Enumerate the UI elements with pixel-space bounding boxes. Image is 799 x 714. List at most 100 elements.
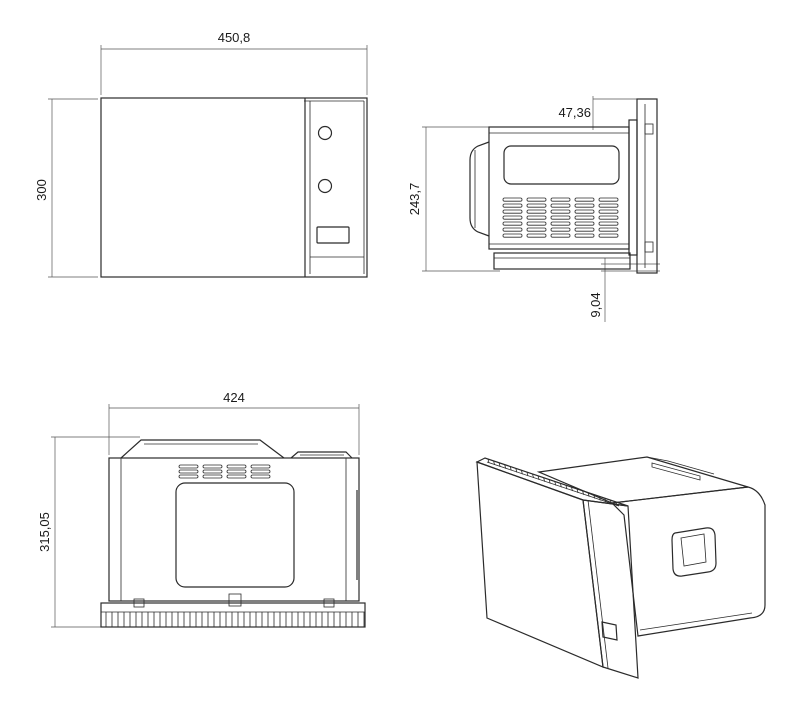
- vent-slot: [598, 215, 619, 220]
- side-window: [503, 145, 620, 185]
- vent-slot: [526, 221, 547, 226]
- tick: [487, 458, 490, 464]
- vent-slot: [202, 474, 223, 479]
- front-height-label: 300: [34, 179, 49, 201]
- vent-slot: [598, 203, 619, 208]
- iso-front-door: [476, 461, 604, 668]
- front-knob-bottom: [317, 178, 333, 194]
- tick: [504, 464, 507, 469]
- side-gap-label: 9,04: [588, 292, 603, 317]
- side-door-panel: [636, 98, 658, 274]
- vent-slot: [550, 215, 571, 220]
- tick: [559, 483, 562, 488]
- iso-top-edge-ticks: [487, 458, 618, 507]
- vent-slot: [250, 469, 271, 474]
- vent-slot: [598, 197, 619, 202]
- side-height-dimension: 243,7: [407, 126, 500, 272]
- vent-slot: [502, 233, 523, 238]
- vent-slot: [574, 203, 595, 208]
- tick: [554, 481, 557, 486]
- tick: [576, 488, 579, 494]
- vent-slot: [550, 197, 571, 202]
- iso-display-window: [601, 621, 618, 641]
- vent-slot: [502, 215, 523, 220]
- top-depth-label: 315,05: [37, 512, 52, 552]
- vent-slot: [526, 227, 547, 232]
- tick: [493, 460, 495, 465]
- tick: [604, 498, 607, 503]
- vent-slot: [550, 209, 571, 214]
- vent-slot: [202, 464, 223, 469]
- top-front-strip: [100, 602, 366, 628]
- tick: [498, 462, 501, 467]
- top-cabinet: [108, 457, 360, 602]
- vent-slot: [226, 464, 247, 469]
- vent-slot: [550, 221, 571, 226]
- top-strip-ticks: [105, 612, 365, 627]
- top-width-label: 424: [223, 390, 245, 405]
- tick: [521, 470, 523, 475]
- top-rear-protrusion: [120, 439, 285, 459]
- vent-slot: [526, 215, 547, 220]
- vent-slot: [574, 221, 595, 226]
- tick: [526, 471, 529, 477]
- side-trim-label: 47,36: [558, 105, 591, 120]
- vent-slot: [502, 209, 523, 214]
- front-view: 450,8 300: [34, 30, 368, 278]
- iso-cabinet-side: [610, 486, 766, 637]
- vent-slot: [574, 209, 595, 214]
- top-depth-dimension: 315,05: [37, 436, 140, 628]
- tick: [537, 475, 540, 480]
- vent-slot: [502, 221, 523, 226]
- iso-control-panel: [582, 499, 639, 679]
- side-vent-grid: [502, 197, 619, 238]
- side-trim-dimension: 47,36: [558, 96, 657, 130]
- side-gap-dimension: 9,04: [588, 258, 660, 322]
- vent-slot: [178, 464, 199, 469]
- tick: [582, 490, 584, 495]
- side-base-plate: [493, 252, 631, 270]
- tick: [543, 477, 546, 482]
- vent-slot: [526, 203, 547, 208]
- tick: [515, 468, 518, 473]
- vent-slot: [202, 469, 223, 474]
- vent-slot: [598, 233, 619, 238]
- iso-side-window: [671, 527, 717, 577]
- vent-slot: [550, 227, 571, 232]
- vent-slot: [574, 197, 595, 202]
- tick: [598, 496, 601, 501]
- side-rear-bulge: [469, 141, 490, 237]
- vent-slot: [250, 464, 271, 469]
- top-view: 424 315,05: [37, 390, 366, 628]
- vent-slot: [526, 233, 547, 238]
- side-cabinet: [488, 126, 630, 250]
- vent-slot: [502, 197, 523, 202]
- top-vent-grid: [178, 464, 271, 479]
- isometric-view: [475, 456, 766, 679]
- front-outline: [100, 97, 368, 278]
- side-height-label: 243,7: [407, 183, 422, 216]
- tick: [610, 500, 612, 505]
- tick: [565, 485, 568, 490]
- vent-slot: [502, 227, 523, 232]
- vent-slot: [598, 221, 619, 226]
- vent-slot: [526, 209, 547, 214]
- vent-slot: [574, 227, 595, 232]
- top-window: [175, 482, 295, 588]
- vent-slot: [574, 233, 595, 238]
- side-front-trim: [628, 119, 638, 256]
- tick: [571, 486, 573, 492]
- front-knob-top: [317, 125, 333, 141]
- vent-slot: [550, 233, 571, 238]
- front-height-dimension: 300: [34, 98, 98, 278]
- vent-slot: [550, 203, 571, 208]
- tick: [532, 473, 534, 479]
- tick: [509, 466, 512, 471]
- vent-slot: [178, 469, 199, 474]
- top-width-dimension: 424: [108, 390, 360, 455]
- vent-slot: [226, 469, 247, 474]
- vent-slot: [598, 227, 619, 232]
- tick: [548, 479, 551, 484]
- vent-slot: [574, 215, 595, 220]
